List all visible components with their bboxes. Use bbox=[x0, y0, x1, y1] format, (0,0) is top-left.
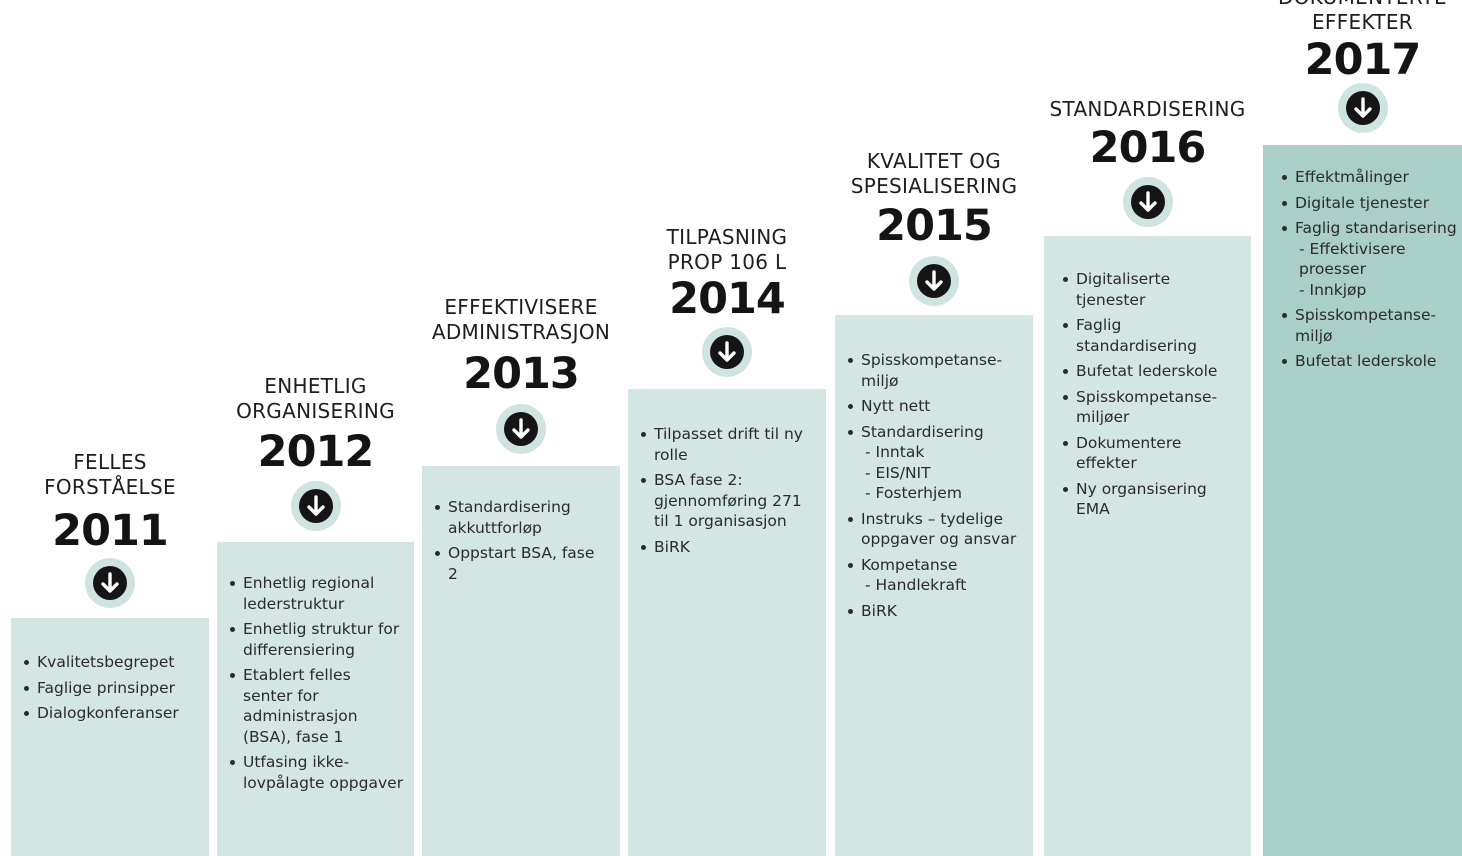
step-year: 2014 bbox=[669, 274, 786, 324]
list-item: Oppstart BSA, fase 2 bbox=[434, 543, 609, 584]
list-item: Effektmålinger bbox=[1281, 167, 1459, 188]
step-year: 2011 bbox=[52, 506, 169, 556]
list-item: Tilpasset drift til ny rolle bbox=[640, 424, 815, 465]
list-item: Digitale tjenester bbox=[1281, 193, 1459, 214]
arrow-down-circle-icon bbox=[702, 327, 752, 377]
step-box bbox=[217, 542, 414, 856]
list-item: Digitaliserte tjenester bbox=[1062, 269, 1242, 310]
step-year: 2017 bbox=[1304, 35, 1422, 85]
list-item: BiRK bbox=[640, 537, 815, 558]
sub-item: - Innkjøp bbox=[1299, 280, 1367, 299]
list-item: Enhetlig struktur for differensiering bbox=[229, 619, 404, 660]
list-item: Dialogkonferanser bbox=[23, 703, 208, 724]
step-heading: TILPASNING PROP 106 L bbox=[666, 225, 788, 274]
list-item: Kompetanse bbox=[847, 555, 1027, 576]
list-item: Kvalitetsbegrepet bbox=[23, 652, 208, 673]
sub-item: - Fosterhjem bbox=[865, 484, 962, 502]
step-year: 2016 bbox=[1089, 123, 1207, 173]
list-item: Standardisering bbox=[847, 422, 1027, 443]
list-item: Utfasing ikke-lovpålagte oppgaver bbox=[229, 752, 404, 793]
step-box bbox=[422, 466, 620, 856]
sub-item: - Effektivisere proesser bbox=[1299, 239, 1406, 279]
step-year: 2015 bbox=[876, 201, 993, 251]
list-item: Bufetat lederskole bbox=[1062, 361, 1242, 382]
arrow-down-circle-icon bbox=[496, 404, 546, 454]
sub-item: - Inntak bbox=[865, 443, 925, 461]
list-item: Dokumentere effekter bbox=[1062, 433, 1242, 474]
list-item: Standardisering akkuttforløp bbox=[434, 497, 609, 538]
list-item: Nytt nett bbox=[847, 396, 1027, 417]
arrow-down-circle-icon bbox=[85, 558, 135, 608]
step-box bbox=[1263, 145, 1462, 856]
step-year: 2012 bbox=[257, 427, 375, 477]
list-item: Enhetlig regional lederstruktur bbox=[229, 573, 404, 614]
list-item: Spisskompetanse-miljøer bbox=[1062, 387, 1242, 428]
step-heading: DOKUMENTERTE EFFEKTER bbox=[1278, 0, 1447, 34]
step-box bbox=[628, 389, 826, 856]
step-heading: EFFEKTIVISERE ADMINISTRASJON bbox=[431, 295, 611, 344]
list-item: Instruks – tydelige oppgaver og ansvar bbox=[847, 509, 1027, 550]
arrow-down-circle-icon bbox=[909, 256, 959, 306]
list-item: BSA fase 2: gjennomføring 271 til 1 orga… bbox=[640, 470, 815, 532]
step-2017: DOKUMENTERTE EFFEKTER2017EffektmålingerD… bbox=[1263, 0, 1462, 856]
arrow-down-circle-icon bbox=[1338, 83, 1388, 133]
list-item: Ny organsisering EMA bbox=[1062, 479, 1242, 520]
sub-item: - EIS/NIT bbox=[865, 463, 931, 482]
step-heading: FELLES FORSTÅELSE bbox=[44, 450, 176, 499]
arrow-down-circle-icon bbox=[1123, 177, 1173, 227]
sub-item: - Handlekraft bbox=[865, 576, 967, 594]
list-item: Spisskompetanse-miljø bbox=[1281, 305, 1459, 346]
arrow-down-circle-icon bbox=[291, 481, 341, 531]
list-item: BiRK bbox=[847, 601, 1027, 622]
list-item: Faglig standardisering bbox=[1062, 315, 1242, 356]
step-box bbox=[1044, 236, 1251, 856]
list-item: Spisskompetanse-miljø bbox=[847, 350, 1027, 391]
step-box bbox=[835, 315, 1033, 856]
step-heading: KVALITET OG SPESIALISERING bbox=[850, 149, 1018, 198]
step-heading: STANDARDISERING bbox=[1049, 97, 1246, 121]
step-heading: ENHETLIG ORGANISERING bbox=[236, 374, 395, 423]
step-year: 2013 bbox=[463, 349, 580, 399]
list-item: Faglig standarisering bbox=[1281, 218, 1459, 239]
list-item: Faglige prinsipper bbox=[23, 678, 208, 699]
list-item: Bufetat lederskole bbox=[1281, 351, 1459, 372]
list-item: Etablert felles senter for administrasjo… bbox=[229, 665, 404, 747]
step-box bbox=[11, 618, 209, 856]
